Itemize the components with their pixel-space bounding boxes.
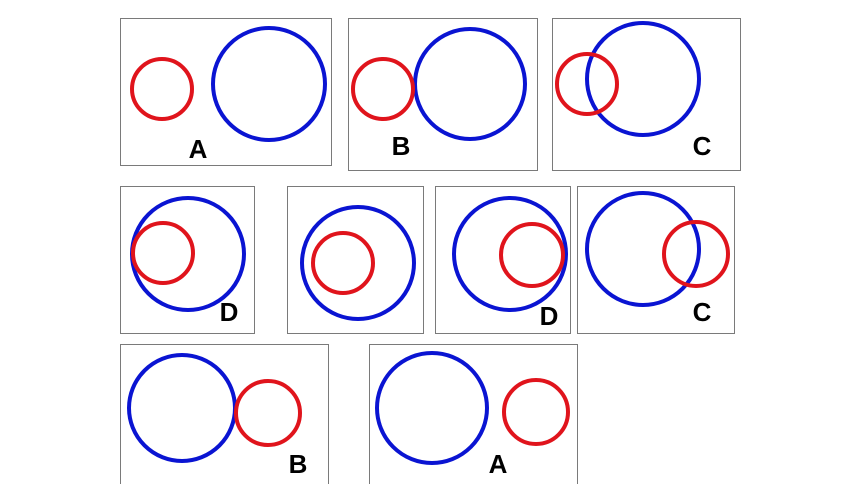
panel-label: B	[392, 131, 411, 161]
panel-6: D	[435, 186, 571, 334]
large-blue-circle	[585, 21, 701, 137]
large-blue-circle	[452, 196, 568, 312]
panel-label: D	[220, 297, 239, 327]
panel-2: B	[348, 18, 538, 171]
panel-8: B	[120, 344, 329, 484]
panel-label: C	[693, 131, 712, 161]
panel-3: C	[552, 18, 741, 171]
small-red-circle	[234, 379, 302, 447]
panel-label: D	[540, 301, 559, 331]
panel-label: A	[489, 449, 508, 479]
small-red-circle	[555, 52, 619, 116]
panel-label: B	[289, 449, 308, 479]
panel-1: A	[120, 18, 332, 166]
panel-7: C	[577, 186, 735, 334]
large-blue-circle	[300, 205, 416, 321]
large-blue-circle	[375, 351, 489, 465]
panel-frame	[287, 186, 424, 334]
panel-label: A	[189, 134, 208, 164]
large-blue-circle	[413, 27, 527, 141]
panel-frame	[120, 344, 329, 484]
large-blue-circle	[585, 191, 701, 307]
small-red-circle	[130, 57, 194, 121]
panel-frame	[120, 18, 332, 166]
small-red-circle	[131, 221, 195, 285]
large-blue-circle	[211, 26, 327, 142]
panel-4: D	[120, 186, 255, 334]
small-red-circle	[499, 222, 565, 288]
panel-label: C	[693, 297, 712, 327]
panel-5	[287, 186, 424, 334]
small-red-circle	[311, 231, 375, 295]
panel-frame	[369, 344, 578, 484]
panel-9: A	[369, 344, 578, 484]
small-red-circle	[502, 378, 570, 446]
panel-frame	[348, 18, 538, 171]
small-red-circle	[662, 220, 730, 288]
panel-frame	[552, 18, 741, 171]
small-red-circle	[351, 57, 415, 121]
